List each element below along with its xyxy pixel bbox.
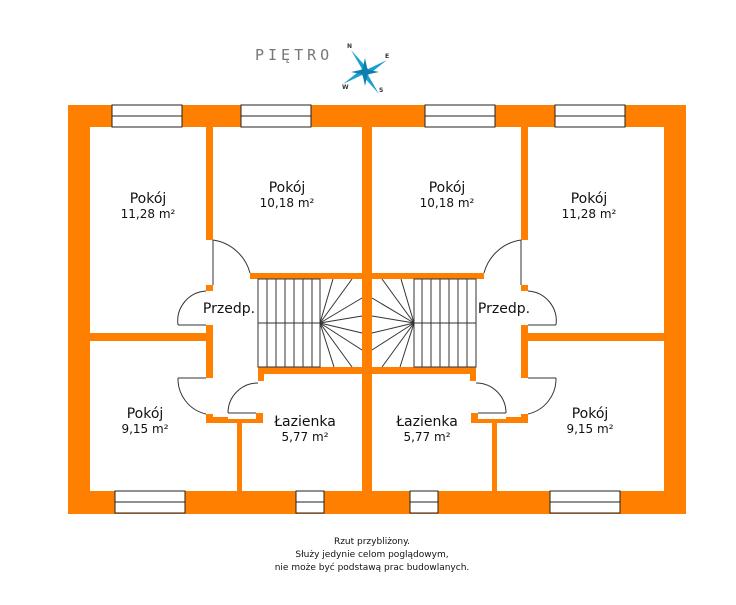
- outer-walls: [68, 105, 686, 514]
- compass-e: E: [385, 53, 390, 60]
- left-unit: [90, 127, 363, 491]
- compass-n: N: [347, 43, 353, 50]
- compass-s: S: [379, 87, 384, 94]
- windows: [111, 104, 626, 514]
- compass-w: W: [342, 84, 349, 91]
- room-hall-left: Przedp.: [202, 301, 256, 317]
- disclaimer-note: Rzut przybliżony. Służy jedynie celom po…: [274, 537, 470, 573]
- room-hall-right: Przedp.: [477, 301, 531, 317]
- floor-title: PIĘTRO: [255, 46, 334, 64]
- compass-rose-icon: [343, 50, 387, 94]
